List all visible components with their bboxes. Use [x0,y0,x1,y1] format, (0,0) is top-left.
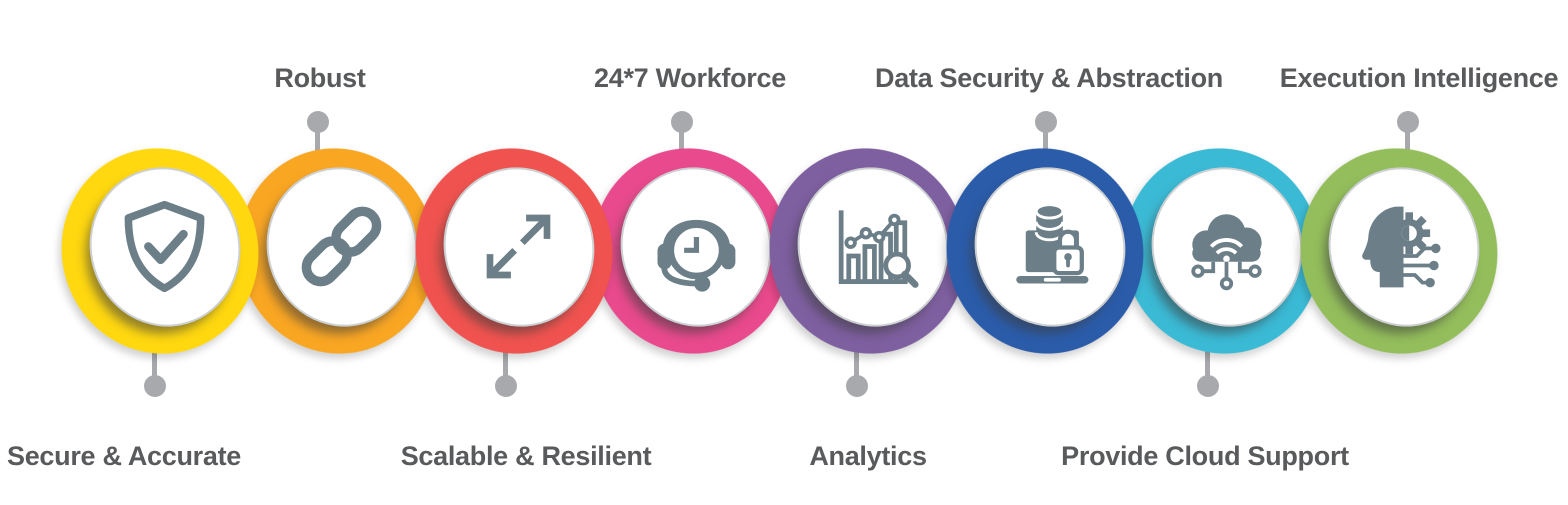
connector [495,335,517,399]
shield-check-icon [117,199,212,294]
connector-line [854,335,859,377]
label-analytics: Analytics [809,441,927,471]
badge-robust [214,124,460,378]
laptop-database-lock-icon [1002,199,1097,294]
label-provide-cloud-support: Provide Cloud Support [1061,441,1349,471]
label-execution-intelligence: Execution Intelligence [1279,63,1559,93]
connector-dot [495,375,517,397]
badge-data-security [922,124,1168,378]
badge-execution-intelligence [1276,124,1522,378]
headset-clock-icon [648,199,743,294]
label-scalable-resilient: Scalable & Resilient [400,441,652,471]
cloud-network-icon [1179,199,1274,294]
badge-provide-cloud-support [1099,124,1345,378]
badge-scalable-resilient [391,124,637,378]
label-secure-accurate: Secure & Accurate [6,441,242,471]
connector-dot [671,111,693,133]
connector-line [152,335,157,377]
head-gears-icon [1356,199,1451,294]
connector [846,335,868,399]
connector-dot [144,375,166,397]
expand-arrows-icon [471,199,566,294]
badge-secure-accurate [37,124,283,378]
connector-dot [307,111,329,133]
chain-link-icon [294,199,389,294]
label-robust: Robust [274,63,366,93]
connector [1197,335,1219,399]
connector-dot [1035,111,1057,133]
connector-line [503,335,508,377]
label-workforce-24-7: 24*7 Workforce [594,63,786,93]
connector-dot [1397,111,1419,133]
connector-dot [846,375,868,397]
label-data-security: Data Security & Abstraction [875,63,1223,93]
bar-chart-magnifier-icon [825,199,920,294]
connector [144,335,166,399]
connector-line [1205,335,1210,377]
connector-dot [1197,375,1219,397]
badge-analytics [745,124,991,378]
badge-workforce-24-7 [568,124,814,378]
